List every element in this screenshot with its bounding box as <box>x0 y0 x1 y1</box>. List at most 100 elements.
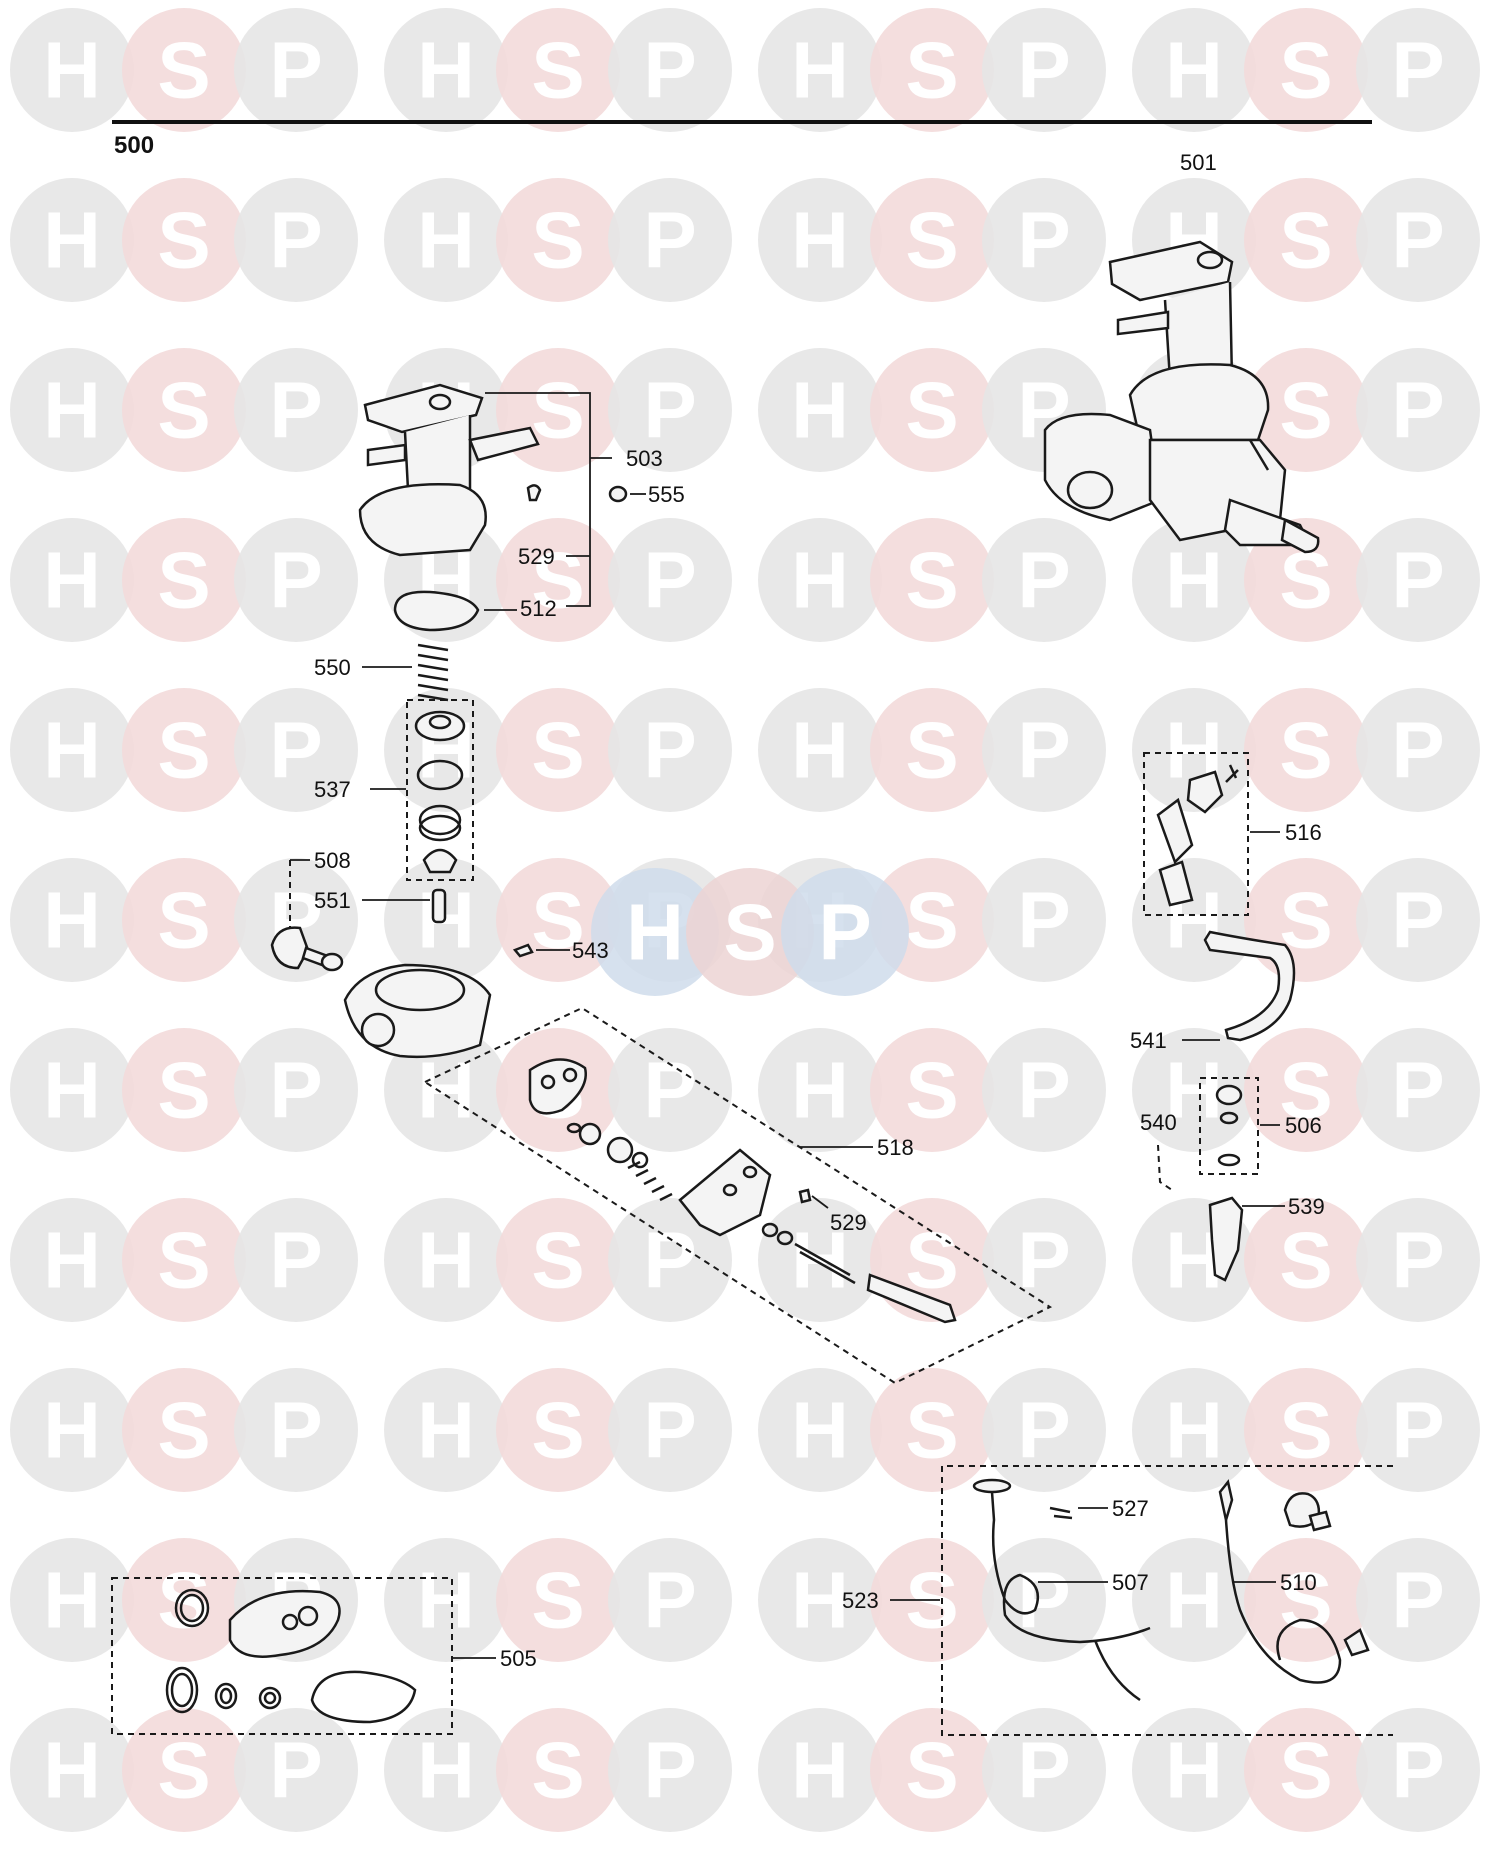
watermark-circle <box>10 688 134 812</box>
watermark-circle <box>758 348 882 472</box>
watermark-letter: S <box>1279 196 1332 285</box>
part-label-507: 507 <box>1112 1570 1149 1595</box>
watermark-letter: P <box>269 196 322 285</box>
part-label-510: 510 <box>1280 1570 1317 1595</box>
watermark-letter: P <box>1017 706 1070 795</box>
watermark-circle <box>608 688 732 812</box>
watermark-circle <box>496 688 620 812</box>
watermark-letter: P <box>269 536 322 625</box>
watermark-letter: H <box>417 196 475 285</box>
microswitch-kit-drawing <box>1156 764 1239 907</box>
watermark-letter: S <box>905 1386 958 1475</box>
part-label-539: 539 <box>1288 1194 1325 1219</box>
assembled-gas-valve-drawing <box>1043 240 1320 554</box>
watermark-circle <box>234 348 358 472</box>
watermark-circle <box>1244 8 1368 132</box>
watermark-letter: S <box>157 196 210 285</box>
watermark-circle <box>758 1368 882 1492</box>
watermark-letter: P <box>269 1386 322 1475</box>
watermark-circle <box>384 688 508 812</box>
watermark-letter: P <box>1391 1556 1444 1645</box>
watermark-circle <box>234 858 358 982</box>
watermark-circle <box>1244 178 1368 302</box>
watermark-letter: H <box>791 1386 849 1475</box>
watermark-letter: S <box>157 366 210 455</box>
watermark-letter: H <box>1165 1726 1223 1815</box>
watermark-circle <box>982 858 1106 982</box>
watermark-letter: H <box>417 876 475 965</box>
part-label-506: 506 <box>1285 1113 1322 1138</box>
watermark-letter: H <box>417 26 475 115</box>
center-logo-letter: H <box>626 888 684 977</box>
watermark-circle <box>234 1708 358 1832</box>
watermark-letter: P <box>1391 366 1444 455</box>
watermark-letter: S <box>905 1726 958 1815</box>
watermark-circle <box>608 1538 732 1662</box>
kit-523-outline <box>941 1465 1393 1736</box>
part-label-550: 550 <box>314 655 351 680</box>
watermark-letter: H <box>1165 536 1223 625</box>
part-label-529-lower: 529 <box>830 1210 867 1235</box>
watermark-circle <box>1244 1538 1368 1662</box>
watermark-circle <box>384 1198 508 1322</box>
watermark-letter: S <box>531 536 584 625</box>
watermark-circle <box>982 1368 1106 1492</box>
watermark-circle <box>870 518 994 642</box>
watermark-circle <box>1132 688 1256 812</box>
watermark-letter: H <box>43 876 101 965</box>
watermark-circle <box>234 1028 358 1152</box>
watermark-circle <box>758 688 882 812</box>
watermark-letter: H <box>43 196 101 285</box>
watermark-letter: P <box>269 1216 322 1305</box>
watermark-circle <box>1356 688 1480 812</box>
watermark-letter: S <box>905 1046 958 1135</box>
watermark-circle <box>234 518 358 642</box>
watermark-circle <box>982 1198 1106 1322</box>
watermark-letter: S <box>157 26 210 115</box>
watermark-letter: H <box>791 1216 849 1305</box>
watermark-letter: P <box>643 706 696 795</box>
watermark-letter: S <box>531 1556 584 1645</box>
watermark-circle <box>982 178 1106 302</box>
valve-body-drawing <box>270 859 534 1059</box>
watermark-letter: S <box>531 26 584 115</box>
watermark-circle <box>608 518 732 642</box>
hsp-watermark: HSPHSPHSPHSPHSPHSPHSPHSPHSPHSPHSPHSPHSPH… <box>10 8 1480 1832</box>
watermark-letter: H <box>417 1386 475 1475</box>
watermark-circle <box>10 1708 134 1832</box>
watermark-letter: S <box>905 366 958 455</box>
watermark-circle <box>122 1198 246 1322</box>
watermark-letter: H <box>791 536 849 625</box>
watermark-circle <box>1356 1028 1480 1152</box>
governor-kit-drawing <box>528 1058 957 1324</box>
watermark-letter: S <box>905 196 958 285</box>
watermark-letter: S <box>905 26 958 115</box>
watermark-circle <box>384 1028 508 1152</box>
watermark-circle <box>608 1028 732 1152</box>
watermark-circle <box>234 1198 358 1322</box>
watermark-letter: H <box>43 1216 101 1305</box>
watermark-circle <box>870 178 994 302</box>
watermark-letter: P <box>1391 876 1444 965</box>
watermark-circle <box>758 1198 882 1322</box>
watermark-circle <box>870 8 994 132</box>
watermark-circle <box>1244 1708 1368 1832</box>
watermark-circle <box>384 858 508 982</box>
watermark-circle <box>1356 858 1480 982</box>
watermark-circle <box>982 1028 1106 1152</box>
watermark-circle <box>384 1368 508 1492</box>
watermark-letter: S <box>157 876 210 965</box>
watermark-letter: P <box>643 1556 696 1645</box>
watermark-letter: S <box>157 536 210 625</box>
watermark-circle <box>1244 348 1368 472</box>
valve-upper-housing-drawing <box>358 383 628 632</box>
watermark-circle <box>608 1368 732 1492</box>
watermark-letter: P <box>269 1726 322 1815</box>
watermark-circle <box>608 348 732 472</box>
watermark-letter: H <box>417 1046 475 1135</box>
watermark-letter: P <box>1017 1726 1070 1815</box>
watermark-circle <box>1356 1538 1480 1662</box>
watermark-letter: S <box>157 706 210 795</box>
pilot-burner-drawing <box>1208 1196 1244 1282</box>
